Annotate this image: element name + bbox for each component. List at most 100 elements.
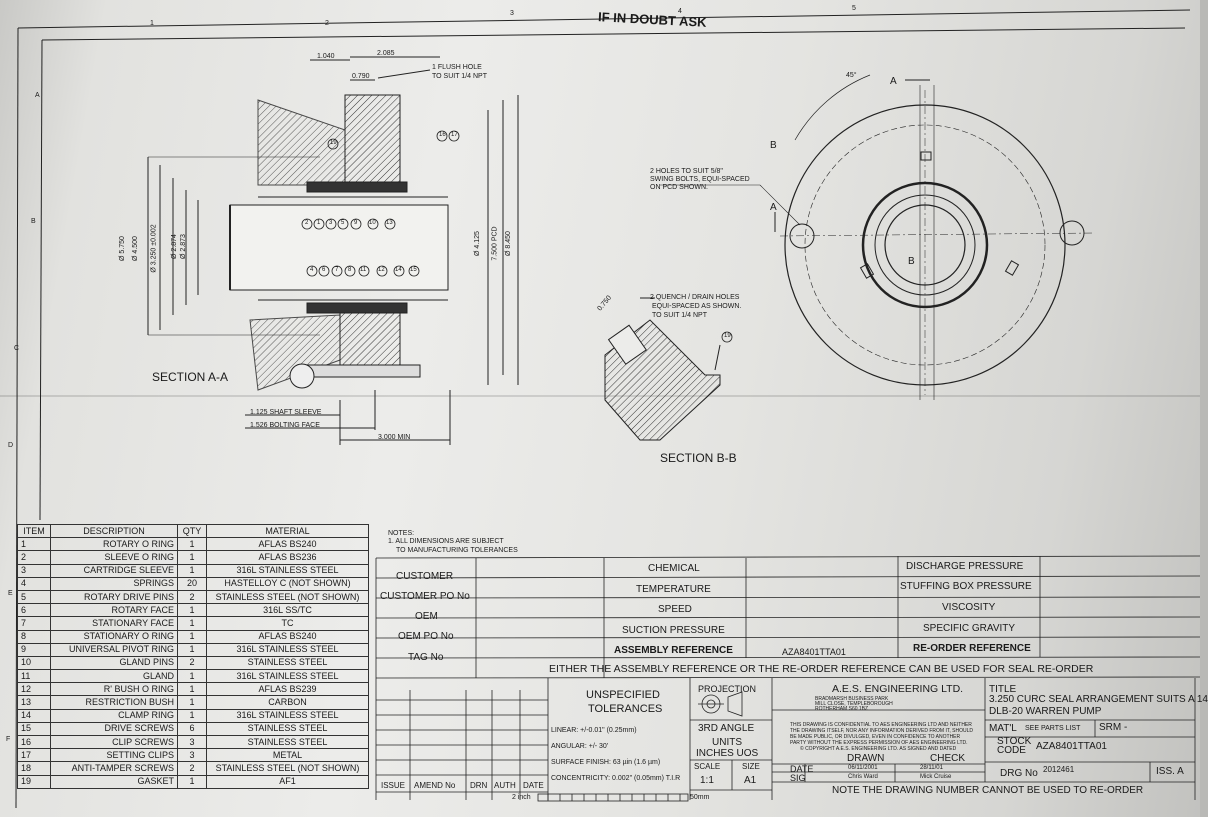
notes-line: TO MANUFACTURING TOLERANCES [396, 547, 518, 554]
item-description: STATIONARY O RING [50, 629, 178, 644]
dim-label: Ø 4.125 [473, 231, 481, 256]
item-description: UNIVERSAL PIVOT RING [50, 642, 178, 657]
item-number: 4 [17, 576, 51, 591]
item-number: 13 [17, 695, 51, 710]
size-value: A1 [744, 775, 757, 786]
balloon-number: 12 [378, 267, 385, 273]
item-material: STAINLESS STEEL (NOT SHOWN) [206, 589, 369, 605]
projection-title: PROJECTION [698, 684, 757, 694]
item-number: 9 [17, 642, 51, 657]
zone-letter: A [35, 92, 40, 99]
zone-number: 3 [510, 10, 514, 17]
title-label: TITLE [989, 684, 1017, 695]
srm-label: SRM - [1099, 722, 1128, 733]
item-number: 14 [17, 708, 51, 723]
scale-bar-inch: 2 inch [512, 794, 531, 801]
param-suction: SUCTION PRESSURE [622, 625, 725, 636]
projection-angle: 3RD ANGLE [698, 723, 755, 734]
drawing-title-2: DLB-20 WARREN PUMP [989, 706, 1102, 717]
item-material: AFLAS BS240 [206, 537, 369, 552]
item-number: 12 [17, 682, 51, 697]
item-qty: 1 [177, 603, 207, 618]
item-material: METAL [206, 748, 369, 763]
note-swing-bolts: 2 HOLES TO SUIT 5/8" [650, 168, 723, 175]
param-chemical: CHEMICAL [648, 563, 700, 574]
balloon-number: 16 [439, 132, 446, 138]
note-flush-hole: 1 FLUSH HOLE [432, 64, 482, 71]
stock-label: STOCK [997, 736, 1032, 747]
item-description: SETTING CLIPS [50, 748, 178, 763]
tolerance-title-2: TOLERANCES [588, 703, 663, 715]
confidential-note: PARTY WITHOUT THE EXPRESS PERMISSION OF … [790, 740, 968, 746]
item-qty: 1 [177, 695, 207, 710]
item-number: 19 [17, 774, 51, 789]
item-qty: 1 [177, 669, 207, 684]
item-material: 316L STAINLESS STEEL [206, 563, 369, 578]
item-qty: 2 [177, 589, 207, 605]
item-description: DRIVE SCREWS [50, 721, 178, 737]
item-material: TC [206, 616, 369, 631]
zone-letter: E [8, 590, 13, 597]
balloon-number: 17 [451, 132, 458, 138]
item-number: 10 [17, 655, 51, 671]
company-name: A.E.S. ENGINEERING LTD. [832, 683, 964, 695]
note-quench-holes: 2 QUENCH / DRAIN HOLES [650, 294, 740, 301]
item-number: 17 [17, 748, 51, 763]
tolerance-concentricity: CONCENTRICITY: 0.002" (0.05mm) T.I.R [551, 775, 681, 782]
section-aa-label: SECTION A-A [152, 370, 229, 384]
note-quench-holes-2: EQUI-SPACED AS SHOWN. [652, 303, 742, 310]
section-marker: B [770, 140, 777, 151]
item-number: 8 [17, 629, 51, 644]
item-number: 18 [17, 761, 51, 776]
sig-label: SIG [790, 773, 806, 783]
header-qty: QTY [177, 523, 207, 539]
stock-code-value: AZA8401TTA01 [1036, 741, 1107, 752]
zone-letter: C [14, 345, 20, 352]
balloon-number: 19 [330, 140, 337, 146]
item-material: 316L SS/TC [206, 603, 369, 618]
date-label: DATE [790, 764, 814, 774]
check-label: CHECK [930, 753, 966, 764]
param-discharge: DISCHARGE PRESSURE [906, 561, 1024, 572]
item-qty: 1 [177, 774, 207, 789]
rev-date: DATE [523, 781, 544, 790]
item-description: RESTRICTION BUSH [50, 695, 178, 710]
param-viscosity: VISCOSITY [942, 602, 996, 613]
units-title: UNITS [712, 737, 742, 748]
balloon-number: 10 [369, 220, 376, 226]
section-marker: A [890, 76, 897, 87]
item-material: HASTELLOY C (NOT SHOWN) [206, 576, 369, 591]
item-description: SPRINGS [50, 576, 178, 591]
balloon-number: 14 [395, 267, 402, 273]
company-address: ROTHERHAM S60 1BZ [815, 706, 869, 712]
item-material: 316L STAINLESS STEEL [206, 669, 369, 684]
item-number: 15 [17, 721, 51, 737]
item-description: ROTARY O RING [50, 537, 178, 552]
drg-label: DRG No [1000, 768, 1038, 779]
dim-label: Ø 2.873 [179, 234, 187, 259]
note-quench-holes-3: TO SUIT 1/4 NPT [652, 312, 707, 319]
item-number: 6 [17, 603, 51, 618]
item-description: CARTRIDGE SLEEVE [50, 563, 178, 578]
zone-letter: B [31, 218, 36, 225]
material-value: SEE PARTS LIST [1025, 725, 1081, 732]
rev-issue: ISSUE [381, 781, 406, 790]
check-signature: Mick Cruise [920, 774, 952, 780]
zone-letter: F [6, 736, 11, 743]
param-gravity: SPECIFIC GRAVITY [923, 623, 1016, 634]
item-number: 5 [17, 589, 51, 605]
confidential-note: THE DRAWING ITSELF, NOR ANY INFORMATION … [790, 728, 973, 734]
item-number: 1 [17, 537, 51, 552]
note-flush-hole-2: TO SUIT 1/4 NPT [432, 73, 487, 80]
item-material: AF1 [206, 774, 369, 789]
balloon-number: 8 [348, 267, 352, 273]
